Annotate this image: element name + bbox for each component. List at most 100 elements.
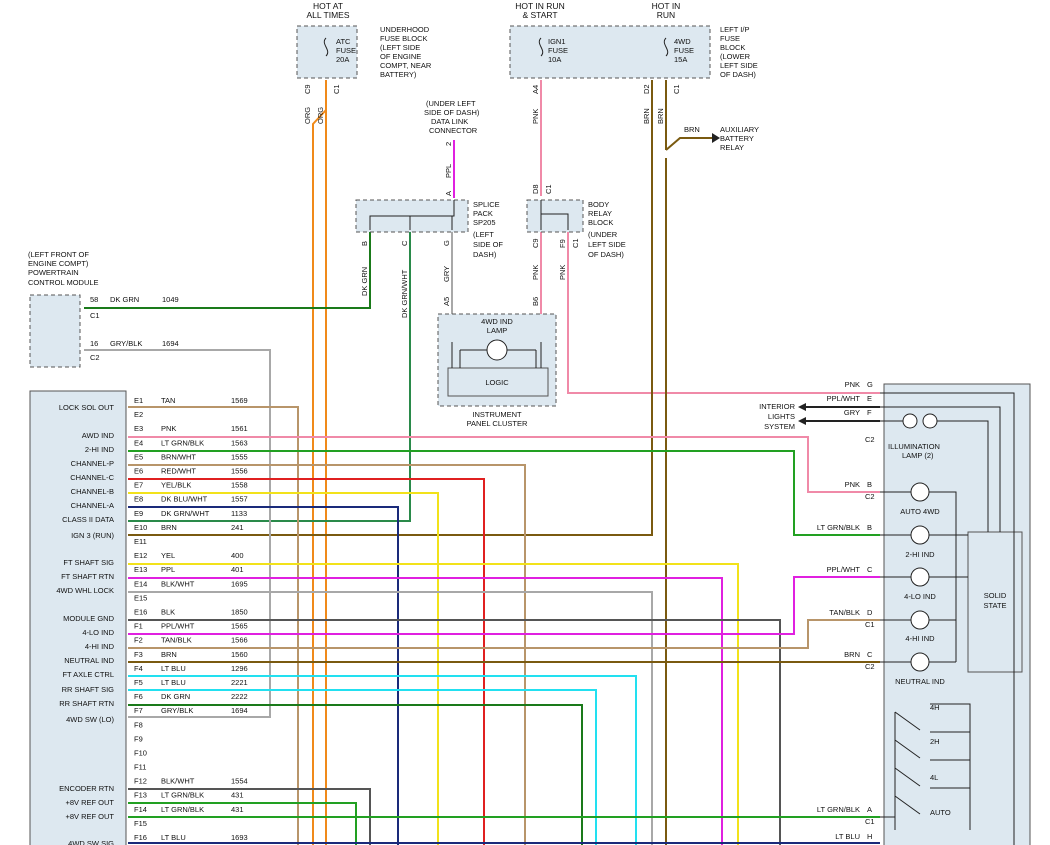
cluster-lamp-lines xyxy=(451,342,542,368)
module-pin-circuit: 1554 xyxy=(231,777,248,786)
module-pin-number: E1 xyxy=(134,396,143,405)
relay-bus xyxy=(540,200,569,230)
wires xyxy=(84,80,880,845)
module-pin-circuit: 241 xyxy=(231,523,244,532)
led-4hi xyxy=(910,610,930,630)
module-function-label: 4-LO IND xyxy=(82,628,114,637)
module-pin-color: LT GRN/BLK xyxy=(161,791,204,800)
splice-4: (LEFT xyxy=(473,230,494,239)
aux-1: AUXILIARY xyxy=(720,125,759,134)
module-pin-number: E16 xyxy=(134,608,147,617)
led-neutral xyxy=(910,652,930,672)
underhood-4: OF ENGINE xyxy=(380,52,421,61)
module-pin-number: E11 xyxy=(134,537,147,546)
aux-3: RELAY xyxy=(720,143,744,152)
module-function-label: NEUTRAL IND xyxy=(64,656,114,665)
hot-run-start-2: & START xyxy=(522,10,557,20)
module-pin-number: F11 xyxy=(134,763,146,772)
module-pin-number: E2 xyxy=(134,410,143,419)
module-pin-color: YEL xyxy=(161,551,175,560)
splice-3: SP205 xyxy=(473,218,496,227)
module-function-label: +8V REF OUT xyxy=(65,812,114,821)
dlc-2: SIDE OF DASH) xyxy=(424,108,480,117)
module-pin-circuit: 1296 xyxy=(231,664,248,673)
aux-2: BATTERY xyxy=(720,134,754,143)
wire-navy-e9 xyxy=(128,506,399,845)
cluster-lamp-circle xyxy=(486,339,508,361)
switch-pos-2h: 2H xyxy=(930,737,940,746)
module-pin-number: F8 xyxy=(134,720,143,729)
module-function-label: 4WD SW SIG xyxy=(68,839,114,845)
module-function-label: 4-HI IND xyxy=(85,642,115,651)
pin-f9: F9 xyxy=(558,239,567,248)
pcm-1: (LEFT FRONT OF xyxy=(28,250,89,259)
module-pin-number: F5 xyxy=(134,678,143,687)
module-pin-color: RED/WHT xyxy=(161,467,196,476)
pin-c1-4wd: C1 xyxy=(672,84,681,94)
fuse-4wd-2: FUSE xyxy=(674,46,694,55)
splice-6: DASH) xyxy=(473,250,497,259)
module-pin-color: DK GRN xyxy=(161,692,190,701)
fuse-ign1-3: 10A xyxy=(548,55,561,64)
module-function-label: ENCODER RTN xyxy=(59,784,114,793)
switch-pin-letter: B xyxy=(867,480,872,489)
pin-2-dlc: 2 xyxy=(444,142,453,146)
module-pin-number: F14 xyxy=(134,805,147,814)
hot-run-2: RUN xyxy=(657,10,675,20)
vlabel-brn-1: BRN xyxy=(642,108,651,124)
module-pin-circuit: 1565 xyxy=(231,622,248,631)
module-pin-circuit: 1560 xyxy=(231,650,248,659)
pin-a5: A5 xyxy=(442,297,451,306)
switch-pin-connector: C2 xyxy=(865,492,875,501)
module-pin-circuit: 1850 xyxy=(231,608,248,617)
interior-1: INTERIOR xyxy=(759,402,795,411)
fuse-ign1-2: FUSE xyxy=(548,46,568,55)
module-pin-circuit: 1569 xyxy=(231,396,248,405)
module-pin-color: PPL/WHT xyxy=(161,622,195,631)
module-pin-circuit: 2221 xyxy=(231,678,248,687)
relay-2: RELAY xyxy=(588,209,612,218)
leftip-2: FUSE xyxy=(720,34,740,43)
underhood-2: FUSE BLOCK xyxy=(380,34,428,43)
module-pin-circuit: 1561 xyxy=(231,424,248,433)
switch-pin-letter: C xyxy=(867,565,873,574)
wire-green-e5 xyxy=(128,450,880,536)
module-pin-number: E15 xyxy=(134,593,147,602)
module-pin-number: F3 xyxy=(134,650,143,659)
underhood-fuse-box xyxy=(296,25,358,79)
module-pin-circuit: 431 xyxy=(231,791,244,800)
module-pin-circuit: 400 xyxy=(231,551,244,560)
module-function-label: 2-HI IND xyxy=(85,445,115,454)
module-pin-number: F2 xyxy=(134,636,143,645)
led-2hi xyxy=(910,525,930,545)
wire-green-f13 xyxy=(128,802,357,845)
illum-1: ILLUMINATION xyxy=(888,442,940,451)
wire-gray-e14 xyxy=(128,591,653,845)
wire-tan-e6 xyxy=(128,464,526,845)
hot-run-start-1: HOT IN RUN xyxy=(515,1,564,11)
switch-pin-letter: A xyxy=(867,805,872,814)
module-pin-number: F10 xyxy=(134,748,147,757)
module-pin-circuit: 1695 xyxy=(231,579,248,588)
indicator-label: 2-HI IND xyxy=(905,550,935,559)
module-pin-number: F13 xyxy=(134,791,147,800)
module-pin-color: BLK/WHT xyxy=(161,579,195,588)
leftip-5: LEFT SIDE xyxy=(720,61,758,70)
hot-all-times-2: ALL TIMES xyxy=(307,10,350,20)
module-function-label: 4WD SW (LO) xyxy=(66,715,114,724)
module-pin-circuit: 1566 xyxy=(231,636,248,645)
module-pin-number: E4 xyxy=(134,438,143,447)
dlc-3: DATA LINK xyxy=(431,117,468,126)
switch-pin-letter: E xyxy=(867,394,872,403)
module-pin-number: F1 xyxy=(134,622,143,631)
module-pin-number: E6 xyxy=(134,467,143,476)
switch-pin-color: BRN xyxy=(844,650,860,659)
module-pin-number: E7 xyxy=(134,481,143,490)
pin-c-splice: C xyxy=(400,240,409,246)
dlc-4: CONNECTOR xyxy=(429,126,478,135)
module-function-label: RR SHAFT RTN xyxy=(59,699,114,708)
wire-pink-f9 xyxy=(567,232,880,394)
wire-darkgray-e16 xyxy=(128,619,781,845)
module-pin-circuit: 1133 xyxy=(231,509,247,518)
splice-5: SIDE OF xyxy=(473,240,503,249)
